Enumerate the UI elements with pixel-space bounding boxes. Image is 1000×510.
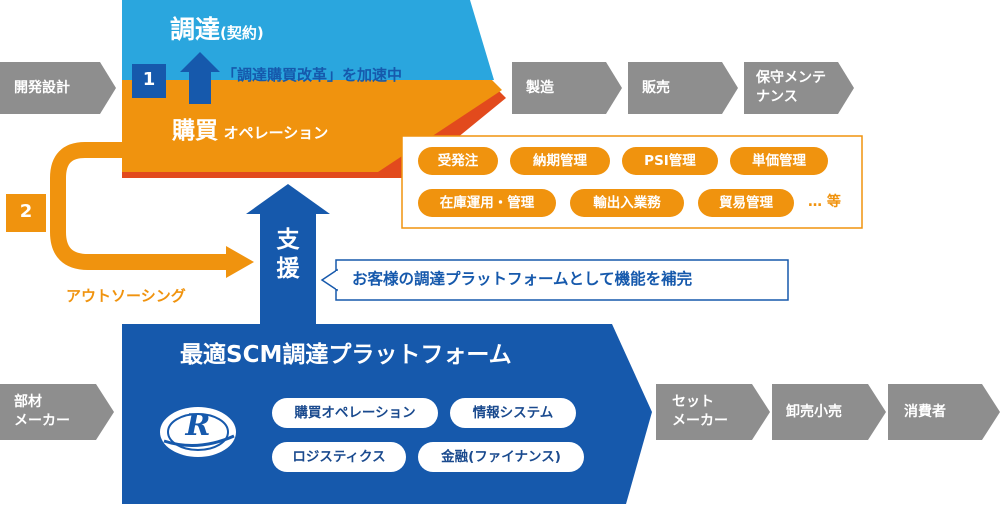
flow-arrow-consumer [888,384,1000,440]
flow-label-dev-design: 開発設計 [14,80,70,96]
flow-arrow-set-maker [656,384,770,440]
tasks-etc: … 等 [808,194,841,210]
outsourcing-arrow-head [226,246,254,278]
flow-arrow-dev-design [0,62,116,114]
procurement-title-sub: (契約) [220,24,264,42]
flow-arrow-sales [628,62,738,114]
task-pill: 在庫運用・管理 [418,189,556,217]
flow-label-line: ナンス [756,88,798,105]
flow-label-consumer: 消費者 [904,404,946,420]
flow-arrow-maintenance [744,62,854,114]
procurement-title: 調達(契約) [170,15,264,45]
support-label: 支 援 [266,226,310,284]
platform-feature-pill: 金融(ファイナンス) [418,442,584,472]
outsourcing-label: アウトソーシング [66,287,186,305]
flow-label-manufacturing: 製造 [526,80,554,96]
company-logo [160,407,236,457]
flow-label-line: メーカー [14,412,70,429]
purchasing-title: 購買 オペレーション [172,118,328,146]
task-pill: 納期管理 [510,147,610,175]
badge-1-box [132,64,166,98]
support-label-line1: 支 [276,227,300,253]
up-arrow-icon [180,52,220,104]
initiative-text: 「調達購買改革」を加速中 [222,66,403,84]
procurement-title-main: 調達 [170,15,221,44]
flow-label-set-maker: セットメーカー [672,393,728,431]
flow-label-line: 保守メンテ [756,70,826,86]
support-arrow [246,184,330,326]
platform-feature-pill: 購買オペレーション [272,398,438,428]
flow-label-wholesale: 卸売小売 [786,404,842,420]
flow-arrow-manufacturing [512,62,622,114]
flow-label-maintenance: 保守メンテナンス [756,69,826,107]
flow-label-sales: 販売 [642,80,670,96]
support-label-line2: 援 [276,255,300,282]
task-pill: 受発注 [418,147,498,175]
badge-1-label: 1 [142,69,156,90]
task-pill: 単価管理 [730,147,828,175]
flow-label-line: 部材 [14,394,42,410]
flow-arrow-parts-maker [0,384,114,440]
purchasing-title-sub: オペレーション [223,124,329,142]
flow-arrow-wholesale [772,384,886,440]
platform-feature-pill: 情報システム [450,398,576,428]
purchasing-title-main: 購買 [172,118,218,144]
procurement-block [122,0,494,80]
logo-letter: R [185,408,211,443]
support-callout-text: お客様の調達プラットフォームとして機能を補完 [352,270,693,288]
callout-pointer [320,268,338,292]
outsourcing-arrow [50,142,230,270]
flow-label-parts-maker: 部材メーカー [14,393,70,431]
badge-2-label: 2 [19,201,33,222]
task-pill: 輸出入業務 [570,189,684,217]
flow-label-line: メーカー [672,412,728,429]
platform-feature-pill: ロジスティクス [272,442,406,472]
task-pill: 貿易管理 [698,189,794,217]
badge-2-box [6,194,46,232]
platform-title: 最適SCM調達プラットフォーム [180,342,512,368]
flow-label-line: セット [672,394,714,410]
task-pill: PSI管理 [622,147,718,175]
